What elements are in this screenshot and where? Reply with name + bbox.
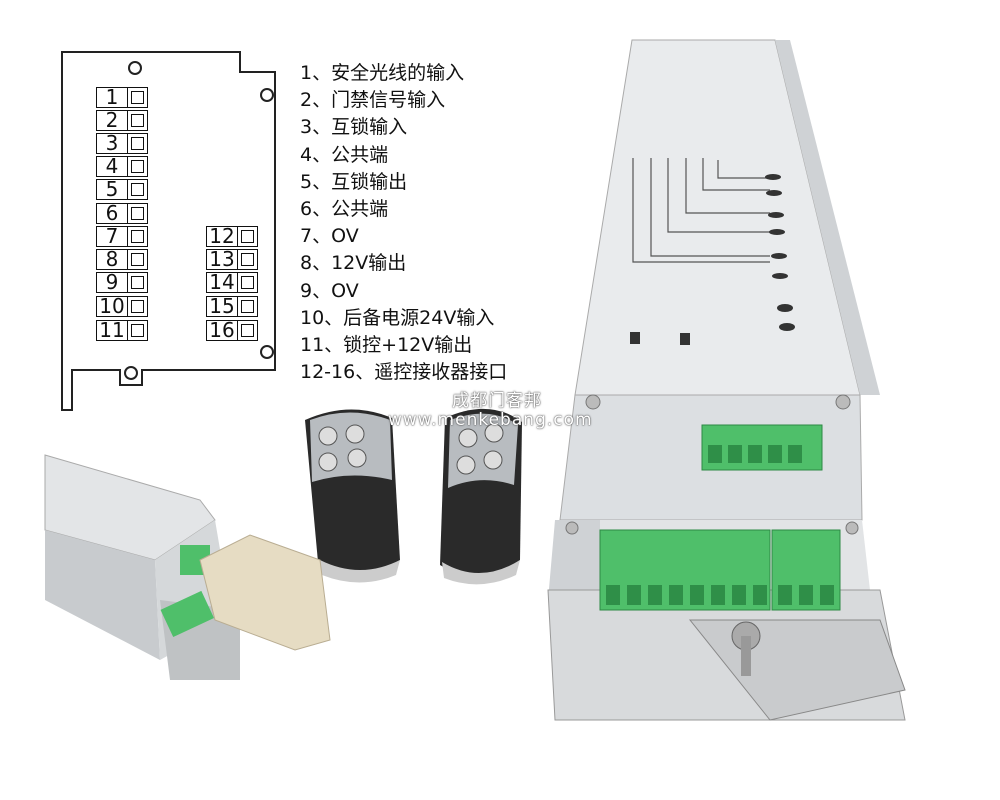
- mount-hole: [128, 61, 142, 75]
- terminal-3: 3: [96, 133, 148, 154]
- terminal-9: 9: [96, 272, 148, 293]
- mount-hole: [260, 88, 274, 102]
- terminal-4: 4: [96, 156, 148, 177]
- terminal-number: 9: [97, 272, 128, 292]
- terminal-7: 7: [96, 226, 148, 247]
- diagram-plate-outline: [61, 51, 276, 411]
- terminal-slot: [241, 300, 254, 313]
- terminal-14: 14: [206, 272, 258, 293]
- mount-hole: [124, 366, 138, 380]
- legend-item: 12-16、遥控接收器接口: [300, 361, 508, 384]
- terminal-number: 8: [97, 249, 128, 269]
- terminal-slot: [131, 137, 144, 150]
- terminal-legend: 1、安全光线的输入 2、门禁信号输入 3、互锁输入 4、公共端 5、互锁输出 6…: [300, 60, 507, 386]
- terminal-number: 6: [97, 203, 128, 223]
- terminal-slot: [131, 160, 144, 173]
- mount-hole: [260, 345, 274, 359]
- terminal-slot: [131, 114, 144, 127]
- terminal-number: 1: [97, 87, 128, 107]
- controller-unit: [547, 39, 906, 721]
- terminal-number: 15: [207, 296, 238, 316]
- remote-control: [305, 409, 400, 583]
- legend-item: 9、OV: [300, 279, 359, 302]
- terminal-slot: [131, 276, 144, 289]
- legend-item: 8、12V输出: [300, 252, 407, 275]
- watermark-url: www.menkebang.com: [388, 410, 593, 430]
- terminal-slot: [241, 230, 254, 243]
- terminal-16: 16: [206, 320, 258, 341]
- terminal-slot: [131, 230, 144, 243]
- terminal-number: 4: [97, 156, 128, 176]
- terminal-1: 1: [96, 87, 148, 108]
- terminal-slot: [241, 253, 254, 266]
- legend-item: 4、公共端: [300, 143, 389, 166]
- terminal-slot: [131, 91, 144, 104]
- legend-item: 6、公共端: [300, 198, 389, 221]
- terminal-number: 10: [97, 296, 128, 316]
- terminal-slot: [131, 183, 144, 196]
- legend-item: 7、OV: [300, 225, 359, 248]
- terminal-10: 10: [96, 296, 148, 317]
- legend-item: 1、安全光线的输入: [300, 62, 465, 84]
- terminal-number: 3: [97, 133, 128, 153]
- terminal-number: 13: [207, 249, 238, 269]
- terminal-number: 12: [207, 226, 238, 246]
- terminal-slot: [131, 207, 144, 220]
- terminal-slot: [131, 253, 144, 266]
- terminal-12: 12: [206, 226, 258, 247]
- terminal-15: 15: [206, 296, 258, 317]
- legend-item: 11、锁控+12V输出: [300, 334, 473, 357]
- terminal-slot: [131, 300, 144, 313]
- legend-item: 2、门禁信号输入: [300, 89, 446, 112]
- terminal-6: 6: [96, 203, 148, 224]
- terminal-slot: [241, 276, 254, 289]
- terminal-8: 8: [96, 249, 148, 270]
- installed-unit-photo: [44, 454, 331, 680]
- legend-item: 3、互锁输入: [300, 116, 408, 139]
- terminal-11: 11: [96, 320, 148, 341]
- legend-item: 5、互锁输出: [300, 170, 408, 193]
- watermark-name: 成都门客邦: [452, 391, 542, 411]
- legend-item: 10、后备电源24V输入: [300, 306, 495, 329]
- terminal-number: 14: [207, 272, 238, 292]
- terminal-number: 2: [97, 110, 128, 130]
- terminal-slot: [241, 324, 254, 337]
- remote-control: [440, 408, 522, 585]
- terminal-2: 2: [96, 110, 148, 131]
- terminal-number: 16: [207, 320, 238, 340]
- terminal-number: 7: [97, 226, 128, 246]
- terminal-5: 5: [96, 179, 148, 200]
- terminal-slot: [131, 324, 144, 337]
- terminal-number: 5: [97, 179, 128, 199]
- terminal-number: 11: [97, 320, 128, 340]
- terminal-13: 13: [206, 249, 258, 270]
